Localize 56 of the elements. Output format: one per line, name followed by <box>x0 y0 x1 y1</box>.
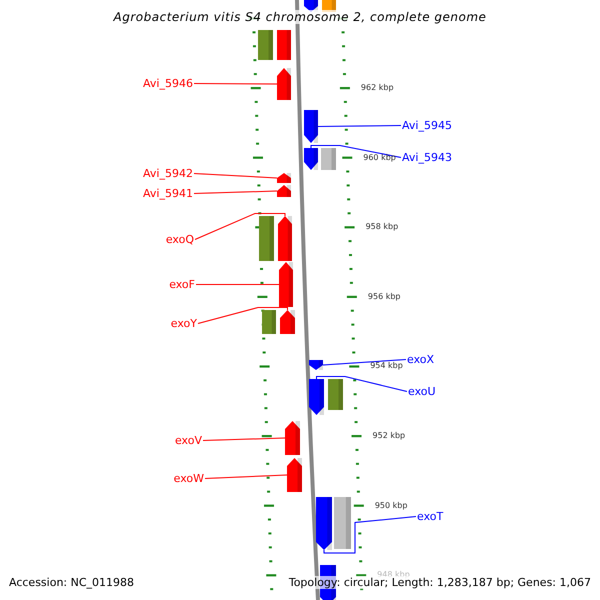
leader-line <box>202 438 286 441</box>
gene-label: Avi_5945 <box>402 119 452 132</box>
scale-label: 956 kbp <box>368 292 400 302</box>
gene-block <box>280 310 295 334</box>
gene-block <box>309 360 323 370</box>
leader-line <box>310 145 402 158</box>
gene-label: Avi_5946 <box>143 77 193 90</box>
gene-block <box>278 216 292 261</box>
leader-line <box>194 83 278 84</box>
gene-label: exoQ <box>166 233 194 246</box>
gene-label: exoV <box>174 434 202 447</box>
leader-line <box>324 516 416 554</box>
gene-block <box>285 421 300 455</box>
gene-label: Avi_5943 <box>402 151 452 164</box>
leader-line <box>194 190 278 194</box>
gene-block <box>277 185 291 197</box>
gene-label: Avi_5941 <box>143 187 193 200</box>
accession-text: Accession: NC_011988 <box>9 576 134 589</box>
gene-block <box>316 497 332 550</box>
gene-block <box>277 68 291 100</box>
leader-line <box>194 213 286 240</box>
gene-block <box>277 173 291 183</box>
gene-block <box>321 148 336 170</box>
gene-label: exoT <box>417 510 444 523</box>
gene-label: exoF <box>169 278 195 291</box>
gene-label: exoY <box>170 317 197 330</box>
gene-block <box>304 110 318 143</box>
scale-label: 958 kbp <box>366 222 398 232</box>
gene-block <box>259 216 274 261</box>
gene-block <box>304 148 318 170</box>
gene-label: exoX <box>407 353 434 366</box>
gene-label: Avi_5942 <box>143 167 193 180</box>
scale-label: 952 kbp <box>372 431 406 441</box>
gene-block <box>277 30 291 60</box>
scale-label: 950 kbp <box>374 500 408 511</box>
genome-summary: Topology: circular; Length: 1,283,187 bp; Genes: 1,067 <box>288 576 591 589</box>
scale-label: 962 kbp <box>360 83 394 93</box>
gene-label: exoW <box>174 472 204 485</box>
leader-line <box>204 474 288 479</box>
gene-block <box>287 458 302 492</box>
gene-block <box>279 262 293 307</box>
gene-block <box>304 0 318 12</box>
scale-label: 954 kbp <box>370 361 403 372</box>
leader-line <box>316 376 408 392</box>
leader-line <box>322 359 406 366</box>
title: Agrobacterium vitis S4 chromosome 2, complete genome <box>114 10 486 24</box>
leader-line <box>194 173 278 178</box>
gene-label: exoU <box>408 385 436 398</box>
gene-block <box>309 379 324 415</box>
gene-block <box>262 310 276 334</box>
gene-block <box>328 379 343 410</box>
leader-line <box>196 284 280 285</box>
gene-block <box>334 497 351 549</box>
leader-line <box>318 125 402 127</box>
gene-block <box>258 30 273 60</box>
leader-line <box>198 307 288 324</box>
